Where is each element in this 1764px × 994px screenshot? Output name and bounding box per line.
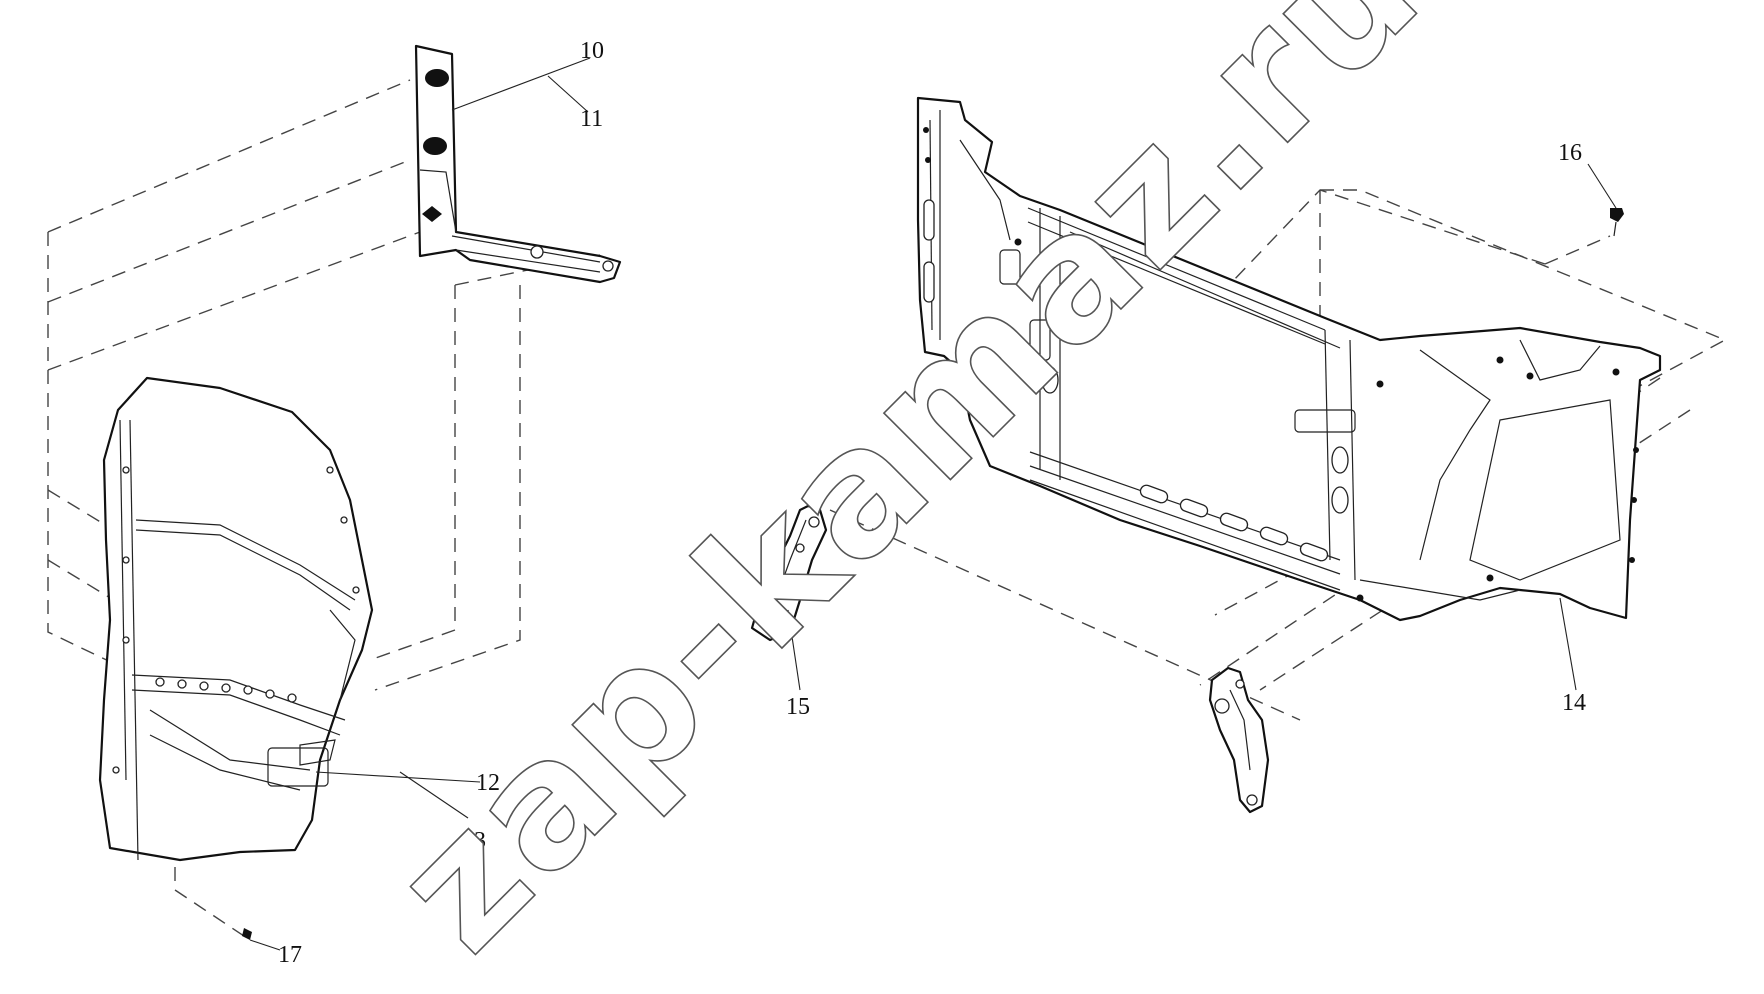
part-10-bracket <box>414 44 622 284</box>
lower-bracket <box>1208 666 1270 814</box>
callout-14: 14 <box>1562 690 1586 716</box>
part-15-bracket <box>750 504 828 642</box>
panel-holes <box>112 466 360 774</box>
callout-10: 10 <box>580 38 604 64</box>
frame-slots <box>923 199 1349 562</box>
callout-13: 13 <box>462 828 486 854</box>
callout-16: 16 <box>1558 140 1582 166</box>
callout-12: 12 <box>476 770 500 796</box>
callout-17: 17 <box>278 942 302 968</box>
callout-11: 11 <box>580 106 603 132</box>
part-14-front-frame <box>916 96 1662 622</box>
leader-lines <box>249 57 1617 951</box>
fastener-17 <box>242 928 252 940</box>
callout-15: 15 <box>786 694 810 720</box>
part-12-side-panel <box>98 376 374 862</box>
callout-labels: 10 11 12 13 14 15 16 17 <box>278 38 1586 968</box>
frame-bolts <box>923 127 1639 602</box>
fastener-16 <box>1610 208 1624 237</box>
